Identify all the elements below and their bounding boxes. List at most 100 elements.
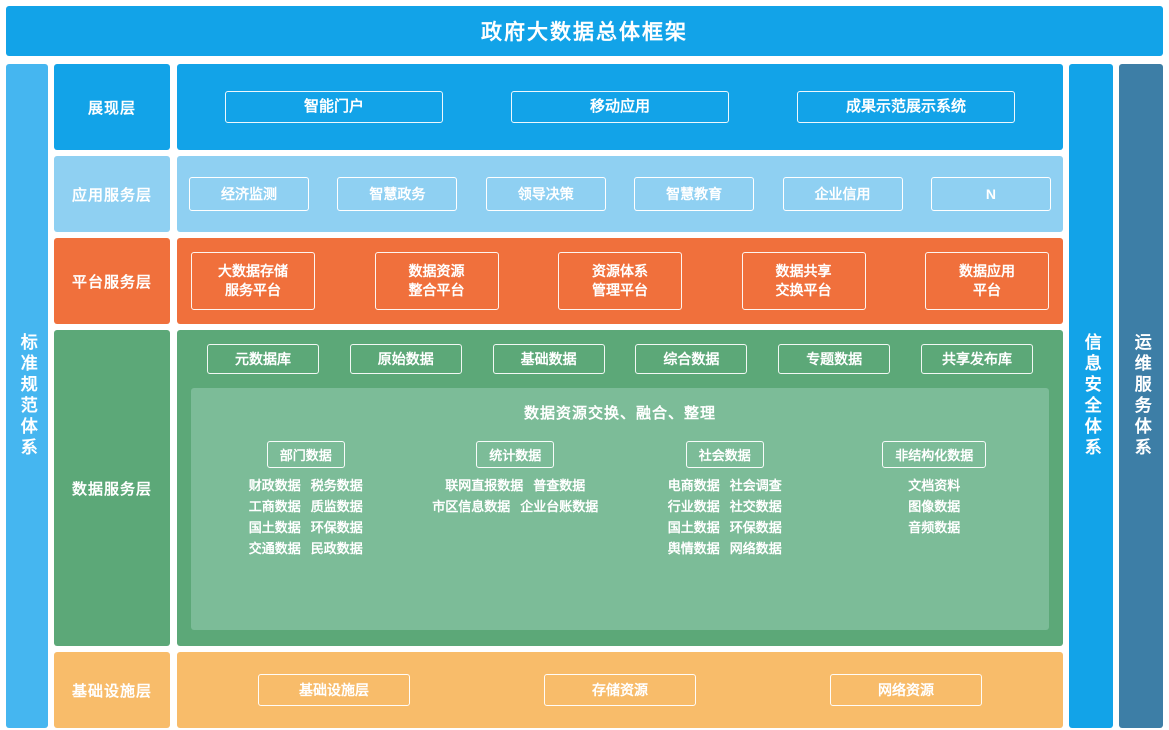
data-store-item[interactable]: 元数据库 [207,344,319,374]
data-category-head[interactable]: 部门数据 [266,441,345,468]
layer-data-service: 数据服务层 元数据库 原始数据 基础数据 综合数据 专题数据 共享发布库 数据资… [54,330,1063,646]
data-item: 民政数据 [310,541,363,556]
data-store-item[interactable]: 基础数据 [492,344,605,374]
data-category-line: 市区信息数据企业台账数据 [432,496,598,515]
sidebar-operations-label: 运维服务体系 [1131,333,1151,459]
layer-body-data-service: 元数据库 原始数据 基础数据 综合数据 专题数据 共享发布库 数据资源交换、融合… [177,330,1063,646]
data-store-item[interactable]: 原始数据 [349,344,462,374]
data-item: 交通数据 [248,541,301,556]
sidebar-security-label: 信息安全体系 [1081,333,1101,459]
data-item: 音频数据 [908,520,961,535]
data-category-lines: 联网直报数据普查数据 市区信息数据企业台账数据 [432,475,598,515]
sidebar-standards-label: 标准规范体系 [17,333,37,459]
data-category-line: 舆情数据网络数据 [668,538,782,557]
application-item[interactable]: 领导决策 [485,177,606,211]
data-category-line: 图像数据 [908,496,960,515]
data-item: 社交数据 [729,499,782,514]
presentation-item[interactable]: 智能门户 [225,91,443,123]
platform-item-line1: 数据应用 [959,263,1015,280]
presentation-item[interactable]: 成果示范展示系统 [797,91,1015,123]
application-item[interactable]: 智慧政务 [337,177,458,211]
data-category-line: 国土数据环保数据 [668,517,782,536]
data-item: 国土数据 [667,520,720,535]
data-store-row: 元数据库 原始数据 基础数据 综合数据 专题数据 共享发布库 [191,344,1049,374]
layer-presentation: 展现层 智能门户 移动应用 成果示范展示系统 [54,64,1063,150]
platform-item-line1: 大数据存储 [218,263,288,280]
data-category: 部门数据 财政数据税务数据 工商数据质监数据 国土数据环 [206,441,406,557]
layer-body-infrastructure: 基础设施层 存储资源 网络资源 [177,652,1063,728]
data-item: 网络数据 [729,541,782,556]
layer-platform: 平台服务层 大数据存储 服务平台 数据资源 整合平台 资源体系 管理平台 [54,238,1063,324]
layer-label-presentation: 展现层 [54,64,170,150]
layer-infrastructure: 基础设施层 基础设施层 存储资源 网络资源 [54,652,1063,728]
layer-label-infrastructure: 基础设施层 [54,652,170,728]
platform-item-line1: 数据资源 [408,263,465,280]
data-item: 舆情数据 [667,541,720,556]
data-exchange-panel: 数据资源交换、融合、整理 部门数据 财政数据税务数据 [191,388,1049,630]
layer-stack: 展现层 智能门户 移动应用 成果示范展示系统 应用服务层 经济监测 智慧政务 领… [54,64,1063,728]
platform-item[interactable]: 数据资源 整合平台 [374,252,499,310]
data-category-line: 电商数据社会调查 [668,475,782,494]
data-item: 普查数据 [533,478,586,493]
platform-item-line2: 服务平台 [225,282,281,298]
platform-item[interactable]: 数据共享 交换平台 [741,252,866,310]
infrastructure-item[interactable]: 网络资源 [830,674,982,706]
data-category-lines: 财政数据税务数据 工商数据质监数据 国土数据环保数据 [249,475,363,557]
data-category-lines: 文档资料 图像数据 音频数据 [908,475,960,536]
layer-label-data-service: 数据服务层 [54,330,170,646]
data-item: 联网直报数据 [445,478,524,493]
data-item: 财政数据 [248,478,301,493]
layer-body-application: 经济监测 智慧政务 领导决策 智慧教育 企业信用 N [177,156,1063,232]
data-item: 企业台账数据 [520,499,599,514]
application-item[interactable]: N [930,177,1051,211]
platform-item[interactable]: 数据应用 平台 [925,252,1049,310]
infrastructure-item[interactable]: 基础设施层 [258,674,410,706]
data-category-line: 交通数据民政数据 [249,538,363,557]
data-category-line: 行业数据社交数据 [668,496,782,515]
layer-body-presentation: 智能门户 移动应用 成果示范展示系统 [177,64,1063,150]
data-exchange-title: 数据资源交换、融合、整理 [523,405,716,422]
data-category-line: 工商数据质监数据 [249,496,363,515]
data-item: 质监数据 [310,499,363,514]
data-category-line: 财政数据税务数据 [249,475,363,494]
data-item: 行业数据 [667,499,720,514]
data-item: 工商数据 [248,499,301,514]
layer-label-application: 应用服务层 [54,156,170,232]
platform-item-line2: 平台 [973,282,1001,298]
data-item: 环保数据 [310,520,363,535]
data-category-head[interactable]: 统计数据 [476,441,555,468]
data-item: 环保数据 [729,520,782,535]
data-category-line: 国土数据环保数据 [249,517,363,536]
platform-item-line2: 整合平台 [408,282,465,298]
data-category-head[interactable]: 社会数据 [685,441,764,468]
data-category: 社会数据 电商数据社会调查 行业数据社交数据 国土数据环 [625,441,825,557]
application-item[interactable]: 企业信用 [782,177,903,211]
data-store-item[interactable]: 专题数据 [778,344,891,374]
data-item: 文档资料 [908,478,961,493]
data-category-row: 部门数据 财政数据税务数据 工商数据质监数据 国土数据环 [201,441,1039,620]
data-category-line: 联网直报数据普查数据 [432,475,598,494]
layer-application: 应用服务层 经济监测 智慧政务 领导决策 智慧教育 企业信用 N [54,156,1063,232]
layer-body-platform: 大数据存储 服务平台 数据资源 整合平台 资源体系 管理平台 数据共享 交换平台 [177,238,1063,324]
platform-item[interactable]: 大数据存储 服务平台 [191,252,315,310]
data-store-item[interactable]: 共享发布库 [920,344,1033,374]
platform-item-line2: 交换平台 [775,282,832,298]
platform-item[interactable]: 资源体系 管理平台 [558,252,682,310]
infrastructure-item[interactable]: 存储资源 [544,674,696,706]
page-title: 政府大数据总体框架 [6,6,1163,56]
presentation-item[interactable]: 移动应用 [511,91,729,123]
data-category-lines: 电商数据社会调查 行业数据社交数据 国土数据环保数据 [668,475,782,557]
sidebar-standards-system: 标准规范体系 [6,64,48,728]
data-item: 电商数据 [667,478,720,493]
platform-item-line1: 数据共享 [775,263,832,280]
application-item[interactable]: 经济监测 [189,177,309,211]
diagram-body: 标准规范体系 展现层 智能门户 移动应用 成果示范展示系统 应用服务层 经济监测… [6,64,1163,728]
data-item: 税务数据 [310,478,363,493]
data-item: 社会调查 [729,478,782,493]
data-category-head[interactable]: 非结构化数据 [882,441,987,468]
platform-item-line1: 资源体系 [592,263,648,280]
data-store-item[interactable]: 综合数据 [635,344,748,374]
application-item[interactable]: 智慧教育 [634,177,755,211]
data-item: 国土数据 [248,520,301,535]
